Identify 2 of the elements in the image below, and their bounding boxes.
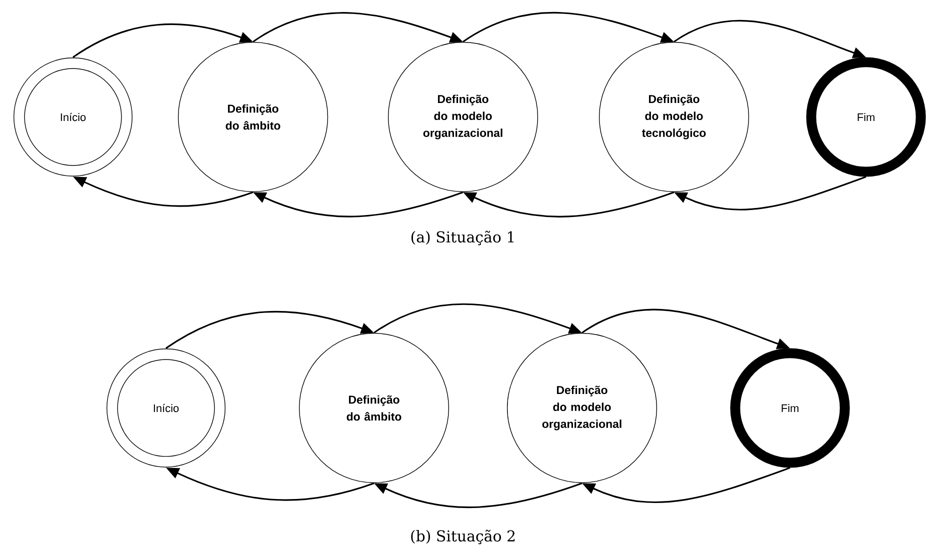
- caption-text: (b) Situação 2: [411, 530, 515, 544]
- caption-text: (a) Situação 1: [412, 230, 514, 246]
